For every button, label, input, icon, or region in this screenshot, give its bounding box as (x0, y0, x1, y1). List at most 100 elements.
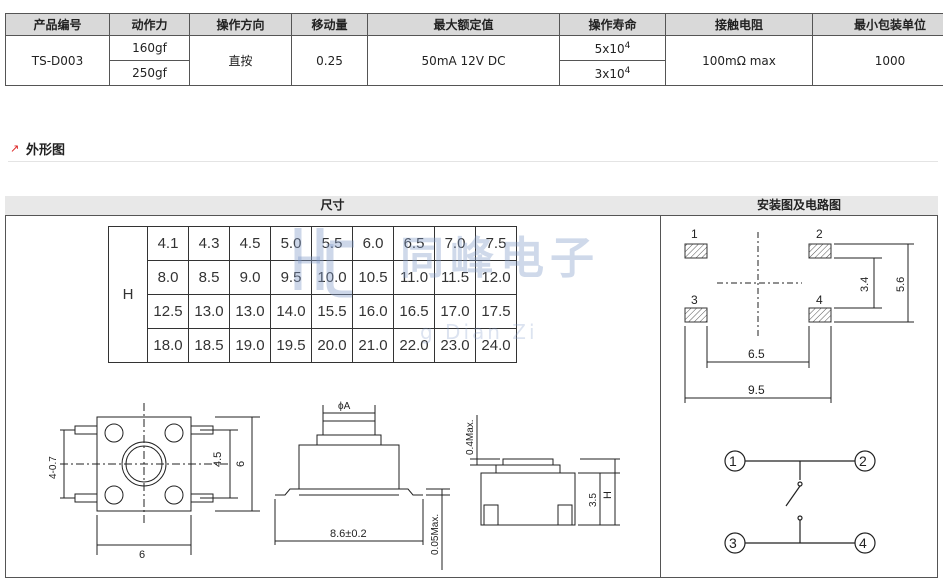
size-cell: 8.5 (188, 260, 230, 295)
size-cell: 4.1 (147, 226, 189, 261)
pad-1 (684, 243, 708, 259)
header-part-no: 产品编号 (5, 13, 110, 36)
size-cell: 18.0 (147, 328, 189, 363)
size-cell: 16.0 (352, 294, 394, 329)
pad-label-2: 2 (816, 227, 823, 241)
dim-mount-65: 6.5 (748, 347, 765, 361)
size-cell: 19.5 (270, 328, 312, 363)
force-cell: 160gf (109, 35, 190, 61)
watermark-logo-icon (294, 228, 354, 298)
size-cell: 9.0 (229, 260, 271, 295)
direction-cell: 直按 (189, 35, 292, 86)
spec-table: 产品编号 动作力 操作方向 移动量 最大额定值 操作寿命 接触电阻 最小包装单位… (5, 13, 943, 86)
dim-side-h: H (602, 491, 614, 499)
dim-front-width: 8.6±0.2 (330, 528, 367, 540)
travel-cell: 0.25 (291, 35, 368, 86)
dim-mount-34: 3.4 (859, 277, 871, 292)
size-cell: 6.0 (352, 226, 394, 261)
header-travel: 移动量 (291, 13, 368, 36)
header-rating: 最大额定值 (367, 13, 560, 36)
size-cell: 11.5 (434, 260, 476, 295)
force-cell: 250gf (109, 60, 190, 86)
size-cell: 8.0 (147, 260, 189, 295)
size-cell: 21.0 (352, 328, 394, 363)
dim-side-top: 0.4Max. (465, 419, 476, 455)
size-cell: 12.0 (475, 260, 517, 295)
header-life: 操作寿命 (559, 13, 666, 36)
life-base: 3x10 (594, 66, 625, 81)
dim-top-h2: 6 (235, 461, 247, 467)
size-cell: 13.0 (188, 294, 230, 329)
dim-top-h1: 4.5 (212, 452, 224, 467)
front-view-drawing (274, 405, 450, 570)
size-cell: 12.5 (147, 294, 189, 329)
circuit-diagram (724, 450, 876, 554)
pad-label-4: 4 (816, 293, 823, 307)
side-view-drawing (470, 415, 620, 526)
header-min-pack: 最小包装单位 (812, 13, 943, 36)
size-cell: 9.5 (270, 260, 312, 295)
header-direction: 操作方向 (189, 13, 292, 36)
dim-mount-56: 5.6 (895, 277, 907, 292)
spec-header-row: 产品编号 动作力 操作方向 移动量 最大额定值 操作寿命 接触电阻 最小包装单位 (5, 13, 943, 36)
pad-4 (808, 307, 832, 323)
size-panel-title: 尺寸 (5, 196, 661, 216)
mount-panel-title: 安装图及电路图 (660, 196, 938, 216)
header-resistance: 接触电阻 (665, 13, 813, 36)
life-exp: 4 (624, 65, 631, 76)
size-cell: 7.5 (475, 226, 517, 261)
size-cell: 5.0 (270, 226, 312, 261)
size-cell: 17.5 (475, 294, 517, 329)
circuit-node-3: 3 (729, 535, 737, 551)
top-view-drawing (60, 403, 260, 555)
size-cell: 24.0 (475, 328, 517, 363)
dim-top-width: 6 (139, 549, 145, 561)
size-row-label: H (108, 226, 148, 363)
min-pack-cell: 1000 (812, 35, 943, 86)
size-cell: 13.0 (229, 294, 271, 329)
pad-label-3: 3 (691, 293, 698, 307)
watermark-pinyin: g Dian Zi (420, 320, 538, 344)
size-cell: 4.5 (229, 226, 271, 261)
part-no-cell: TS-D003 (5, 35, 110, 86)
size-cell: 5.5 (311, 226, 353, 261)
header-force: 动作力 (109, 13, 190, 36)
size-cell: 23.0 (434, 328, 476, 363)
pad-label-1: 1 (691, 227, 698, 241)
size-cell: 20.0 (311, 328, 353, 363)
mount-and-circuit: 1 2 3 4 3.4 5.6 6.5 9.5 1 2 3 4 (684, 227, 914, 554)
size-cell: 6.5 (393, 226, 435, 261)
section-title: 外形图 (26, 143, 66, 158)
spec-row: 250gf 3x104 (6, 60, 943, 86)
pad-2 (808, 243, 832, 259)
dim-phi: ϕA (338, 401, 351, 412)
dim-front-max: 0.05Max. (430, 514, 441, 555)
mount-pads (684, 243, 832, 323)
panel-divider (660, 216, 661, 578)
life-cell: 5x104 (559, 35, 666, 61)
size-cell: 15.5 (311, 294, 353, 329)
red-arrow-icon: ↗ (10, 142, 20, 155)
size-cell: 14.0 (270, 294, 312, 329)
life-base: 5x10 (594, 41, 625, 56)
section-divider (8, 161, 938, 162)
rating-cell: 50mA 12V DC (367, 35, 560, 86)
life-exp: 4 (624, 40, 631, 51)
size-cell: 19.0 (229, 328, 271, 363)
resistance-cell: 100mΩ max (665, 35, 813, 86)
size-cell: 4.3 (188, 226, 230, 261)
dim-mount-95: 9.5 (748, 383, 765, 397)
watermark-text: 同峰电子 (400, 233, 600, 284)
pad-3 (684, 307, 708, 323)
spec-row: TS-D003 160gf 直按 0.25 50mA 12V DC 5x104 … (5, 35, 943, 86)
circuit-node-4: 4 (859, 535, 867, 551)
circuit-node-1: 1 (729, 453, 737, 469)
circuit-node-2: 2 (859, 453, 867, 469)
dim-side-35: 3.5 (588, 493, 599, 507)
size-cell: 18.5 (188, 328, 230, 363)
mechanical-drawings: 6 4.5 6 4-0.7 ϕA 8.6±0.2 0.05Max. 0.4Max… (48, 401, 620, 570)
life-cell: 3x104 (559, 60, 666, 86)
size-table: H 4.1 4.3 4.5 5.0 5.5 6.0 6.5 7.0 7.5 8.… (108, 226, 517, 363)
dim-top-pin: 4-0.7 (48, 456, 59, 479)
size-cell: 10.0 (311, 260, 353, 295)
